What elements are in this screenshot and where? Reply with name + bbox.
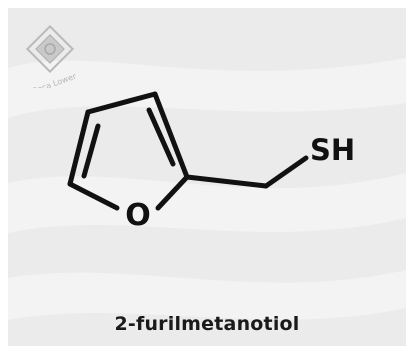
- background-waves: [8, 58, 406, 320]
- diamond-seal-icon: Coca Lower: [25, 24, 78, 88]
- bond-c2-c3: [152, 91, 190, 180]
- bond-c5-o1: [67, 181, 120, 211]
- bond-ch2-s: [263, 155, 309, 189]
- bond-c3-c4: [85, 91, 158, 115]
- diagram-frame: Coca Lower O SH 2-furilmetanotiol: [8, 8, 406, 346]
- bond-c2-c3-double: [146, 107, 176, 167]
- oxygen-atom-label: O: [125, 198, 151, 233]
- compound-name-caption: 2-furilmetanotiol: [114, 313, 300, 335]
- background-wave-1: [8, 58, 406, 118]
- bond-o1-c2: [155, 174, 190, 211]
- bond-c2-ch2: [184, 174, 269, 189]
- bond-c4-c5-double: [81, 123, 101, 179]
- thiol-group-label: SH: [310, 133, 355, 167]
- background-wave-3: [8, 270, 406, 320]
- bond-c4-c5: [67, 109, 91, 187]
- molecule-structure: O SH: [67, 91, 355, 233]
- background-wave-2: [8, 173, 406, 233]
